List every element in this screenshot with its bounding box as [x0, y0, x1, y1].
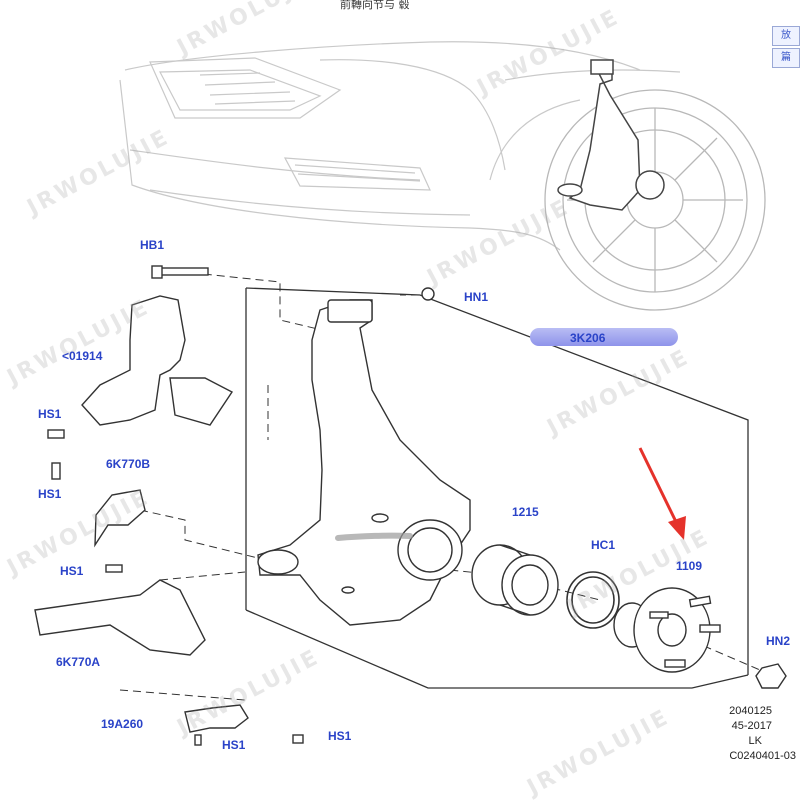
fasteners — [47, 265, 787, 746]
shields-and-brackets — [34, 295, 249, 733]
callout-hs1[interactable]: HS1 — [38, 487, 62, 501]
callout-1215[interactable]: 1215 — [512, 505, 539, 519]
footer-code: C0240401-03 — [729, 750, 796, 762]
callout-19a260[interactable]: 19A260 — [101, 717, 144, 731]
callout-01914[interactable]: <01914 — [62, 349, 103, 363]
bearing — [471, 544, 559, 616]
vehicle-outline — [119, 41, 681, 251]
callout-hs1[interactable]: HS1 — [38, 407, 62, 421]
page-title: 前轉向节与 毂 — [340, 0, 410, 11]
callout-1109[interactable]: 1109 — [676, 559, 703, 573]
callout-hc1[interactable]: HC1 — [591, 538, 616, 552]
assembly-frame — [245, 287, 749, 689]
callout-hn2[interactable]: HN2 — [766, 634, 791, 648]
callout-hs1[interactable]: HS1 — [222, 738, 246, 752]
3k206-highlight — [530, 328, 678, 346]
footer-code: 45-2017 — [731, 720, 772, 732]
knuckle-highlight — [335, 532, 413, 541]
side-button[interactable]: 篇 — [772, 48, 800, 68]
callout-hs1[interactable]: HS1 — [328, 729, 352, 743]
callout-3k206[interactable]: 3K206 — [570, 331, 606, 345]
callout-6k770b[interactable]: 6K770B — [106, 457, 151, 471]
knuckle-inset — [557, 59, 665, 211]
parts — [257, 299, 471, 626]
callout-hs1[interactable]: HS1 — [60, 564, 84, 578]
footer-code: 2040125 — [729, 705, 772, 717]
red-pointer-arrow — [638, 447, 686, 540]
footer-code: LK — [748, 735, 762, 747]
circlip — [566, 571, 620, 629]
callout-hn1[interactable]: HN1 — [464, 290, 489, 304]
hub — [613, 587, 721, 673]
callout-6k770a[interactable]: 6K770A — [56, 655, 101, 669]
callout-hb1[interactable]: HB1 — [140, 238, 165, 252]
